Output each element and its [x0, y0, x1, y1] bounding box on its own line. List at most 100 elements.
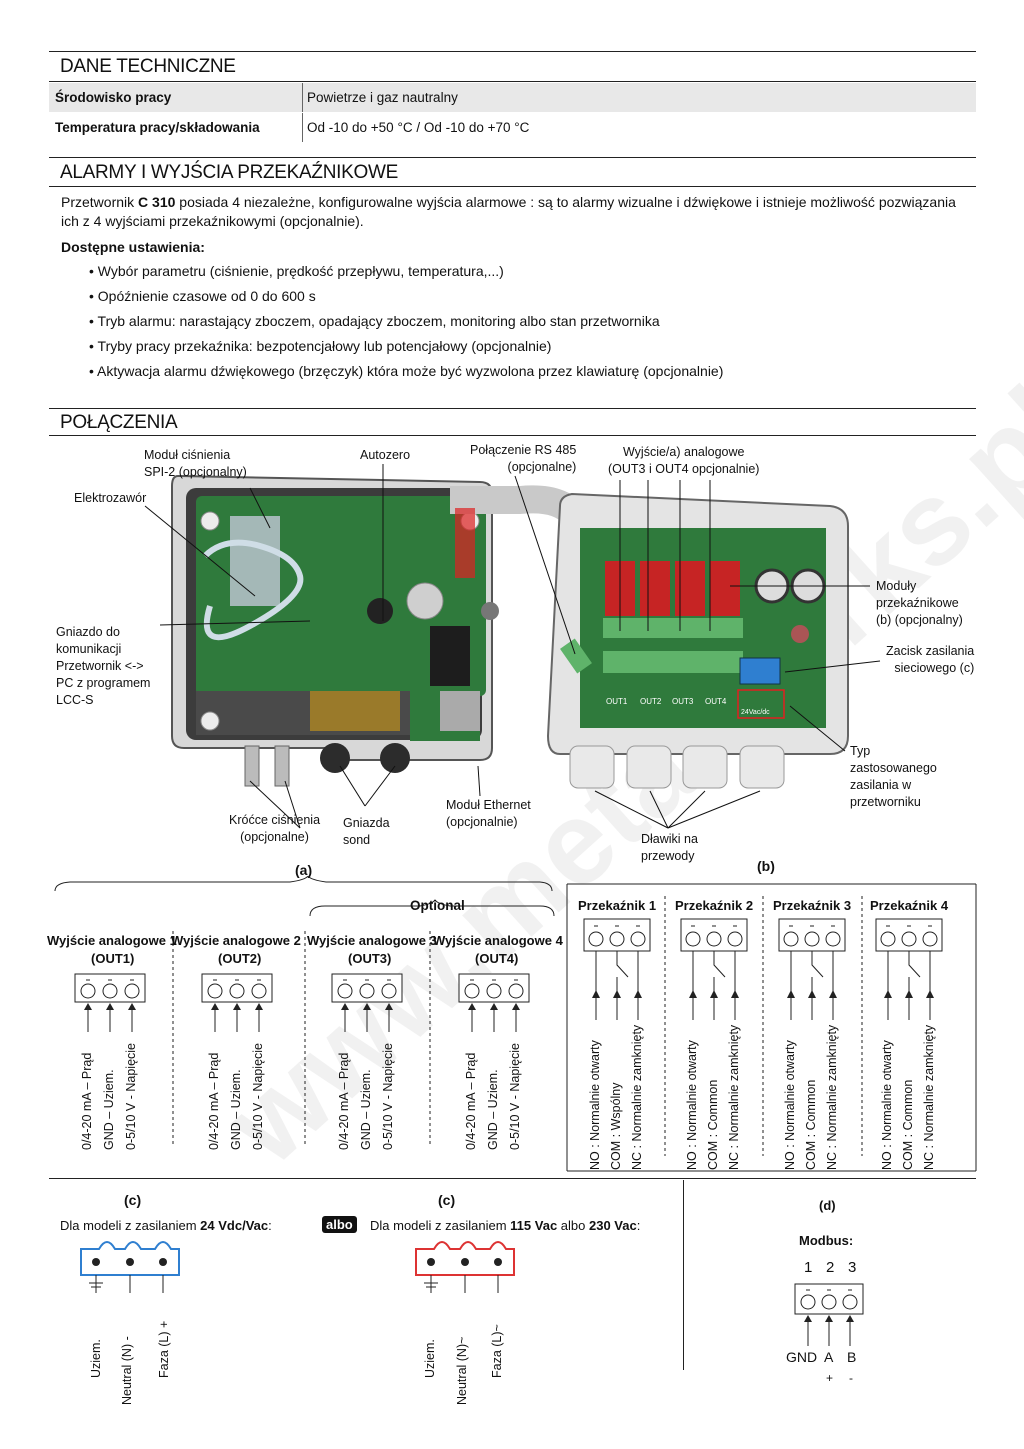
modbus-sign: + [826, 1371, 834, 1385]
power-text: : [268, 1218, 272, 1233]
analog-pin-label: 0/4-20 mA – Prąd [207, 1052, 221, 1150]
board-mark: 24Vac/dc [741, 709, 770, 716]
analog-terminal [201, 973, 273, 1032]
pin-label: Uziem. [89, 1339, 103, 1378]
relay-pin-label: COM : Common [804, 1079, 818, 1170]
list-item: • Tryb alarmu: narastający zboczem, opad… [89, 313, 660, 329]
relay-pin-label: COM : Wspólny [609, 1082, 623, 1170]
row-key: Środowisko pracy [55, 90, 172, 105]
relay-arrows [689, 990, 739, 1020]
power-text: albo [557, 1218, 589, 1233]
divider [49, 1178, 976, 1179]
pin-label: Neutral (N)~ [455, 1336, 469, 1405]
modbus-pin: A [824, 1349, 834, 1365]
pin-label: Faza (L) + [157, 1320, 171, 1378]
relay-pin-label: NC : Normalnie zamknięty [922, 1024, 936, 1170]
terminal-24v [80, 1241, 180, 1293]
label-mains-terminal: Zacisk zasilania sieciowego (c) [886, 644, 975, 675]
analog-output-code: (OUT2) [218, 951, 262, 966]
relay-arrows [884, 990, 934, 1020]
relay-title: Przekaźnik 1 [578, 898, 657, 913]
analog-pin-label: 0-5/10 V - Napięcie [124, 1042, 138, 1150]
analog-pin-label: 0-5/10 V - Napięcie [251, 1042, 265, 1150]
list-item: • Aktywacja alarmu dźwiękowego (brzęczyk… [89, 363, 724, 379]
relay-title: Przekaźnik 3 [773, 898, 852, 913]
tag-c: (c) [124, 1192, 142, 1208]
analog-terminal [331, 973, 403, 1032]
divider [302, 113, 303, 142]
analog-output-code: (OUT1) [91, 951, 135, 966]
label-solenoid: Elektrozawór [74, 491, 147, 505]
divider [683, 1180, 684, 1370]
list-item: • Wybór parametru (ciśnienie, prędkość p… [89, 263, 504, 279]
modbus-number: 1 [804, 1259, 813, 1276]
intro-text: Przetwornik [61, 194, 139, 210]
label-relay-modules: Moduły przekaźnikowe (b) (opcjonalny) [876, 579, 963, 627]
label-pressure-module: Moduł ciśnienia SPI-2 (opcjonalny) [144, 448, 247, 479]
analog-output-code: (OUT3) [348, 951, 392, 966]
relay-terminal [583, 918, 651, 995]
divider [49, 408, 976, 409]
analog-output-title: Wyjście analogowe 2 [171, 933, 301, 948]
label-probe-sockets: Gniazda sond [343, 816, 390, 847]
section-title-connections: POŁĄCZENIA [60, 412, 178, 433]
relay-terminal [680, 918, 748, 995]
modbus-sign: - [849, 1371, 853, 1385]
alarms-intro: Przetwornik C 310 posiada 4 niezależne, … [61, 193, 971, 231]
list-item: • Tryby pracy przekaźnika: bezpotencjało… [89, 338, 552, 354]
analog-pin-label: GND – Uziem. [486, 1069, 500, 1150]
relay-title: Przekaźnik 4 [870, 898, 949, 913]
board-mark: OUT4 [705, 697, 727, 706]
divider [49, 81, 976, 82]
mains-terminal [739, 657, 781, 685]
label-rs485: Połączenie RS 485 (opcjonalne) [470, 443, 577, 474]
pin-label: Neutral (N) - [120, 1336, 134, 1405]
modbus-number: 3 [848, 1259, 857, 1276]
label-pressure-ports: Króćce ciśnienia (opcjonalne) [229, 813, 321, 844]
power-text: : [636, 1218, 641, 1233]
modbus-pin: B [847, 1349, 857, 1365]
divider [49, 435, 976, 436]
relay-pin-label: COM : Common [706, 1079, 720, 1170]
analog-output-title: Wyjście analogowe 3 [307, 933, 437, 948]
analog-pin-label: GND – Uziem. [359, 1069, 373, 1150]
power-text: Dla modeli z zasilaniem [60, 1218, 201, 1233]
relay-pin-label: NO : Normalnie otwarty [685, 1040, 699, 1170]
power-voltage: 230 Vac [588, 1218, 637, 1233]
label-pc-socket: Gniazdo do komunikacji Przetwornik <-> P… [56, 625, 151, 707]
model-name: C 310 [138, 194, 176, 210]
settings-heading: Dostępne ustawienia: [61, 239, 205, 255]
analog-pin-label: 0/4-20 mA – Prąd [80, 1052, 94, 1150]
wiring-frame [54, 876, 977, 1172]
board-mark: OUT1 [606, 697, 628, 706]
relay-pin-label: NO : Normalnie otwarty [880, 1040, 894, 1170]
device-photo: 24Vac/dc OUT1 OUT2 OUT3 OUT4 [144, 464, 881, 829]
tag-b: (b) [757, 858, 775, 874]
power-voltage: 24 Vdc/Vac [200, 1218, 269, 1233]
row-value: Powietrze i gaz nautralny [307, 90, 458, 105]
relay-pin-label: NO : Normalnie otwarty [588, 1040, 602, 1170]
relay-pin-label: NO : Normalnie otwarty [783, 1040, 797, 1170]
relay-terminal [875, 918, 943, 995]
intro-text: posiada 4 niezależne, konfigurowalne wyj… [61, 194, 956, 229]
analog-pin-label: GND – Uziem. [229, 1069, 243, 1150]
relay-arrows [787, 990, 837, 1020]
row-key: Temperatura pracy/składowania [55, 120, 260, 135]
section-title-tech: DANE TECHNICZNE [60, 56, 236, 77]
divider [49, 186, 976, 187]
row-value: Od -10 do +50 °C / Od -10 do +70 °C [307, 120, 530, 135]
modbus-terminal [794, 1283, 864, 1346]
relay-terminal [778, 918, 846, 995]
pin-label: Faza (L)~ [490, 1324, 504, 1378]
divider [302, 83, 303, 112]
relay-pin-label: NC : Normalnie zamknięty [630, 1024, 644, 1170]
analog-terminal [458, 973, 530, 1032]
tag-a: (a) [295, 862, 313, 878]
power-voltage: 115 Vac [510, 1218, 558, 1233]
relay-arrows [592, 990, 642, 1020]
analog-pin-label: 0-5/10 V - Napięcie [508, 1042, 522, 1150]
list-item: • Opóźnienie czasowe od 0 do 600 s [89, 288, 316, 304]
section-title-alarms: ALARMY I WYJŚCIA PRZEKAŹNIKOWE [60, 162, 398, 183]
table-row: Temperatura pracy/składowania Od -10 do … [49, 113, 976, 142]
analog-pin-label: 0/4-20 mA – Prąd [337, 1052, 351, 1150]
